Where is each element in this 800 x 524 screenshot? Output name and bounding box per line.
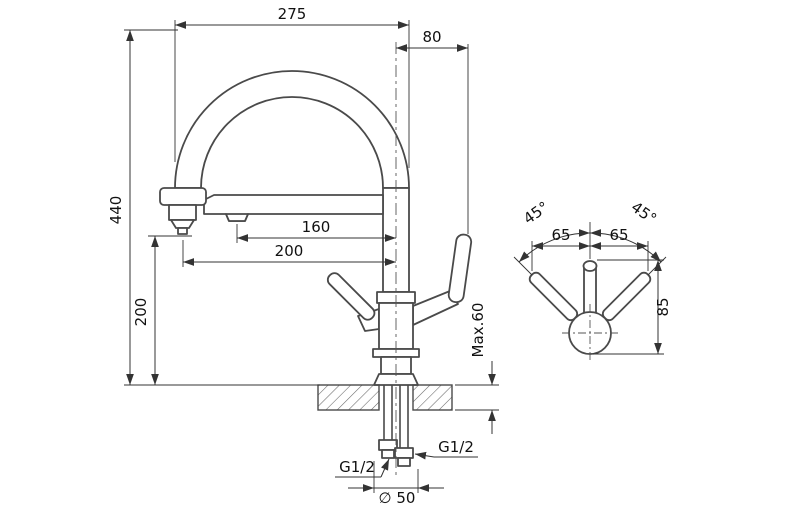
spray-head-body xyxy=(168,204,197,221)
dim-label-80: 80 xyxy=(422,28,441,46)
detail-right-lever xyxy=(601,271,652,322)
spray-head-collar xyxy=(159,187,207,206)
hose-tip-left xyxy=(381,449,395,459)
extension-line xyxy=(513,256,533,276)
dim-label-65-left: 65 xyxy=(551,226,570,244)
detail-left-lever xyxy=(528,271,579,322)
dim-label-85: 85 xyxy=(654,297,672,316)
dim-label-max60: Max.60 xyxy=(469,303,487,358)
front-view xyxy=(159,42,473,478)
dim-label-440: 440 xyxy=(107,196,125,225)
front-view-dimensions: 275 80 440 200 160 200 Max.60 G1/2 G1/2 xyxy=(107,5,499,507)
leader-line xyxy=(380,458,390,478)
hose-nut-right xyxy=(394,447,414,459)
spray-head-nozzle xyxy=(177,227,188,235)
dim-label-45-left: 45° xyxy=(520,198,552,228)
dim-label-45-right: 45° xyxy=(628,198,660,228)
dim-arc-45-right xyxy=(589,229,662,263)
countertop-right xyxy=(412,384,453,411)
dim-label-thread-right: G1/2 xyxy=(438,438,474,456)
spray-head-taper xyxy=(170,219,195,229)
detail-view: 45° 45° 65 65 85 xyxy=(513,198,672,362)
dim-label-200h: 200 xyxy=(275,242,304,260)
left-handle-lever xyxy=(326,272,376,321)
dim-label-160: 160 xyxy=(302,218,331,236)
spout-arc xyxy=(174,70,410,189)
hose-tip-right xyxy=(397,457,411,467)
dim-label-200v: 200 xyxy=(132,298,150,327)
aerator-outlet xyxy=(225,213,249,222)
dim-label-d50: ∅ 50 xyxy=(379,489,416,507)
dim-arc-45-left xyxy=(518,229,591,263)
detail-spout-tip xyxy=(582,260,598,272)
dim-label-65-right: 65 xyxy=(609,226,628,244)
dim-label-thread-left: G1/2 xyxy=(339,458,375,476)
supply-hoses xyxy=(378,385,414,467)
dim-label-275: 275 xyxy=(278,5,307,23)
leader-line xyxy=(414,451,435,460)
right-handle-lever xyxy=(447,233,473,304)
countertop-left xyxy=(317,384,380,411)
